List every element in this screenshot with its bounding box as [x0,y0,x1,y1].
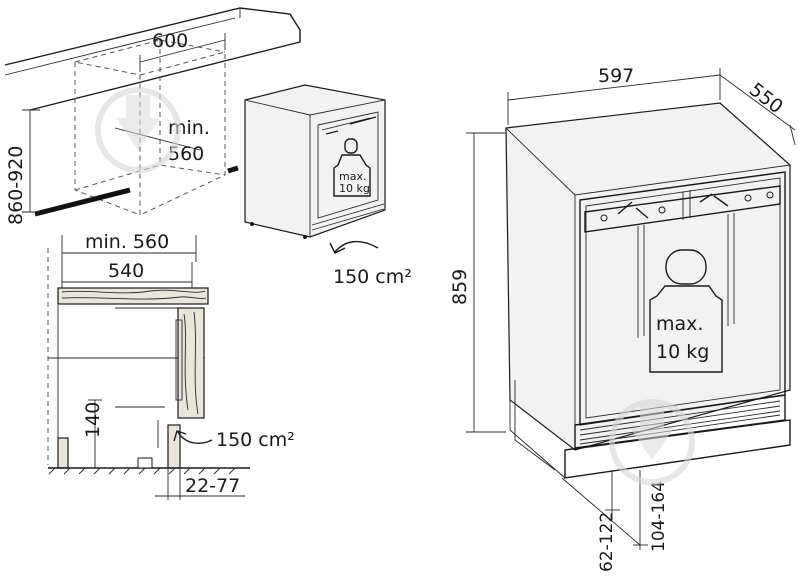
appliance-weight-icon: max. 10 kg [649,249,723,373]
section-gap-dimension: 22-77 [155,468,245,500]
appliance-plinth-label-a: 62-122 [597,512,617,572]
appliance-height-dimension: 859 [449,132,506,433]
section-top-width-label: min. 560 [85,231,169,253]
appliance-plinth-dimension: 62-122 104-164 [561,470,669,572]
appliance-width-dimension: 597 [507,65,721,125]
appliance-weight-line2: 10 kg [656,341,709,363]
section-vent-label: 150 cm² [216,429,295,451]
section-top-width-dimension: min. 560 [61,231,197,290]
niche-width-label: 600 [152,30,188,52]
appliance-width-label: 597 [598,65,634,87]
niche-depth-label-line2: 560 [168,143,204,165]
niche-weight-icon: max. 10 kg [333,138,371,197]
side-section: min. 560 540 [47,231,295,500]
niche-vent-arrow-icon: 150 cm² [329,241,412,288]
niche-weight-line1: max. [339,170,366,183]
door-hinge-icon [600,190,774,222]
section-height-dimension: 140 [82,399,104,468]
appliance-depth-label: 550 [745,79,787,119]
appliance-weight-line1: max. [656,313,703,335]
niche-height-label: 860-920 [5,146,27,225]
section-inner-width-dimension: 540 [62,260,193,290]
appliance-plinth-label-b: 104-164 [649,481,669,552]
niche-width-dimension: 600 [139,30,226,72]
section-gap-label: 22-77 [185,475,240,497]
section-vent-arrow-icon: 150 cm² [173,429,295,451]
section-inner-width-label: 540 [108,260,144,282]
watermark-right [609,399,695,485]
niche-appliance: max. 10 kg [244,84,386,239]
appliance-height-label: 859 [449,269,471,305]
niche-weight-line2: 10 kg [339,182,370,195]
appliance-view: 597 550 859 [449,65,796,572]
section-height-label: 140 [82,402,104,438]
watermark-left [95,87,181,173]
niche-vent-label: 150 cm² [333,266,412,288]
niche-height-dimension: 860-920 [5,109,40,225]
niche-view: 600 min. 560 860-920 [4,7,412,288]
